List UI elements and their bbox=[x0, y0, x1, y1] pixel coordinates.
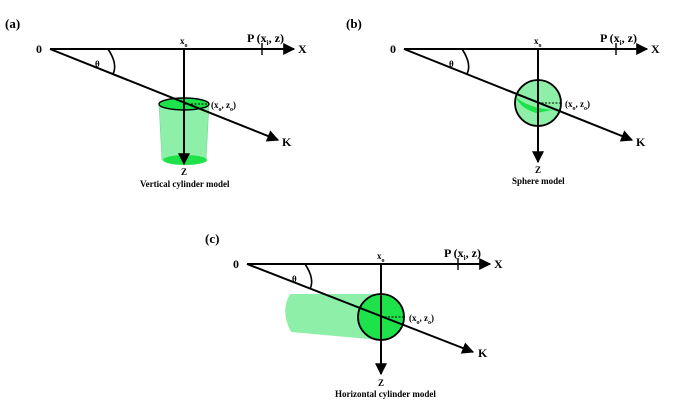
panel-c-caption: Horizontal cylinder model bbox=[335, 389, 436, 399]
panel-a-k-axis bbox=[49, 48, 280, 142]
panel-c-theta-label: θ bbox=[292, 274, 297, 284]
panel-b-sphere: (b) 0 X K Z θ xo P (xi, z) (xo, zo) Sphe… bbox=[346, 16, 660, 186]
panel-c-k-label: K bbox=[478, 346, 488, 360]
panel-b-theta-arc bbox=[461, 48, 470, 75]
panel-a-letter: (a) bbox=[5, 16, 20, 31]
panel-b-x-label: X bbox=[651, 42, 660, 56]
panel-b-sphere-band bbox=[516, 97, 553, 113]
panel-a-vertical-cylinder: (a) 0 X K Z θ xo P (xi, z) (xo, zo) Vert… bbox=[5, 16, 307, 189]
panel-c-horizontal-cylinder: (c) 0 X K Z θ xo P (xi, z) (xo, zo) Hori… bbox=[205, 231, 503, 399]
panel-c-p-label: P (xi, z) bbox=[444, 246, 481, 262]
panel-c-k-axis bbox=[246, 263, 475, 354]
panel-a-origin-label: 0 bbox=[36, 42, 42, 56]
panel-a-theta-label: θ bbox=[95, 59, 100, 69]
panel-b-k-axis bbox=[403, 48, 634, 142]
panel-a-x-label: X bbox=[298, 42, 307, 56]
panel-c-center-label: (xo, zo) bbox=[409, 313, 434, 326]
panel-b-letter: (b) bbox=[346, 16, 362, 31]
panel-b-p-label: P (xi, z) bbox=[600, 31, 637, 47]
panel-c-xo-label: xo bbox=[377, 251, 385, 264]
panel-a-caption: Vertical cylinder model bbox=[140, 179, 230, 189]
panel-b-z-label: Z bbox=[535, 165, 541, 175]
panel-c-letter: (c) bbox=[205, 231, 219, 246]
panel-b-center-label: (xo, zo) bbox=[565, 99, 590, 112]
panel-a-p-label: P (xi, z) bbox=[247, 31, 284, 47]
panel-a-z-label: Z bbox=[181, 167, 187, 177]
panel-a-theta-arc bbox=[107, 48, 116, 75]
panel-b-xo-label: xo bbox=[534, 36, 542, 49]
panel-c-z-label: Z bbox=[378, 378, 384, 388]
panel-b-theta-label: θ bbox=[449, 59, 454, 69]
panel-a-xo-label: xo bbox=[180, 36, 188, 49]
panel-c-x-label: X bbox=[494, 257, 503, 271]
panel-a-center-label: (xo, zo) bbox=[211, 100, 236, 113]
panel-b-caption: Sphere model bbox=[512, 176, 565, 186]
panel-b-k-label: K bbox=[636, 135, 646, 149]
panel-a-k-label: K bbox=[282, 135, 292, 149]
panel-c-theta-arc bbox=[304, 263, 313, 290]
panel-c-origin-label: 0 bbox=[233, 257, 239, 271]
panel-b-origin-label: 0 bbox=[390, 42, 396, 56]
